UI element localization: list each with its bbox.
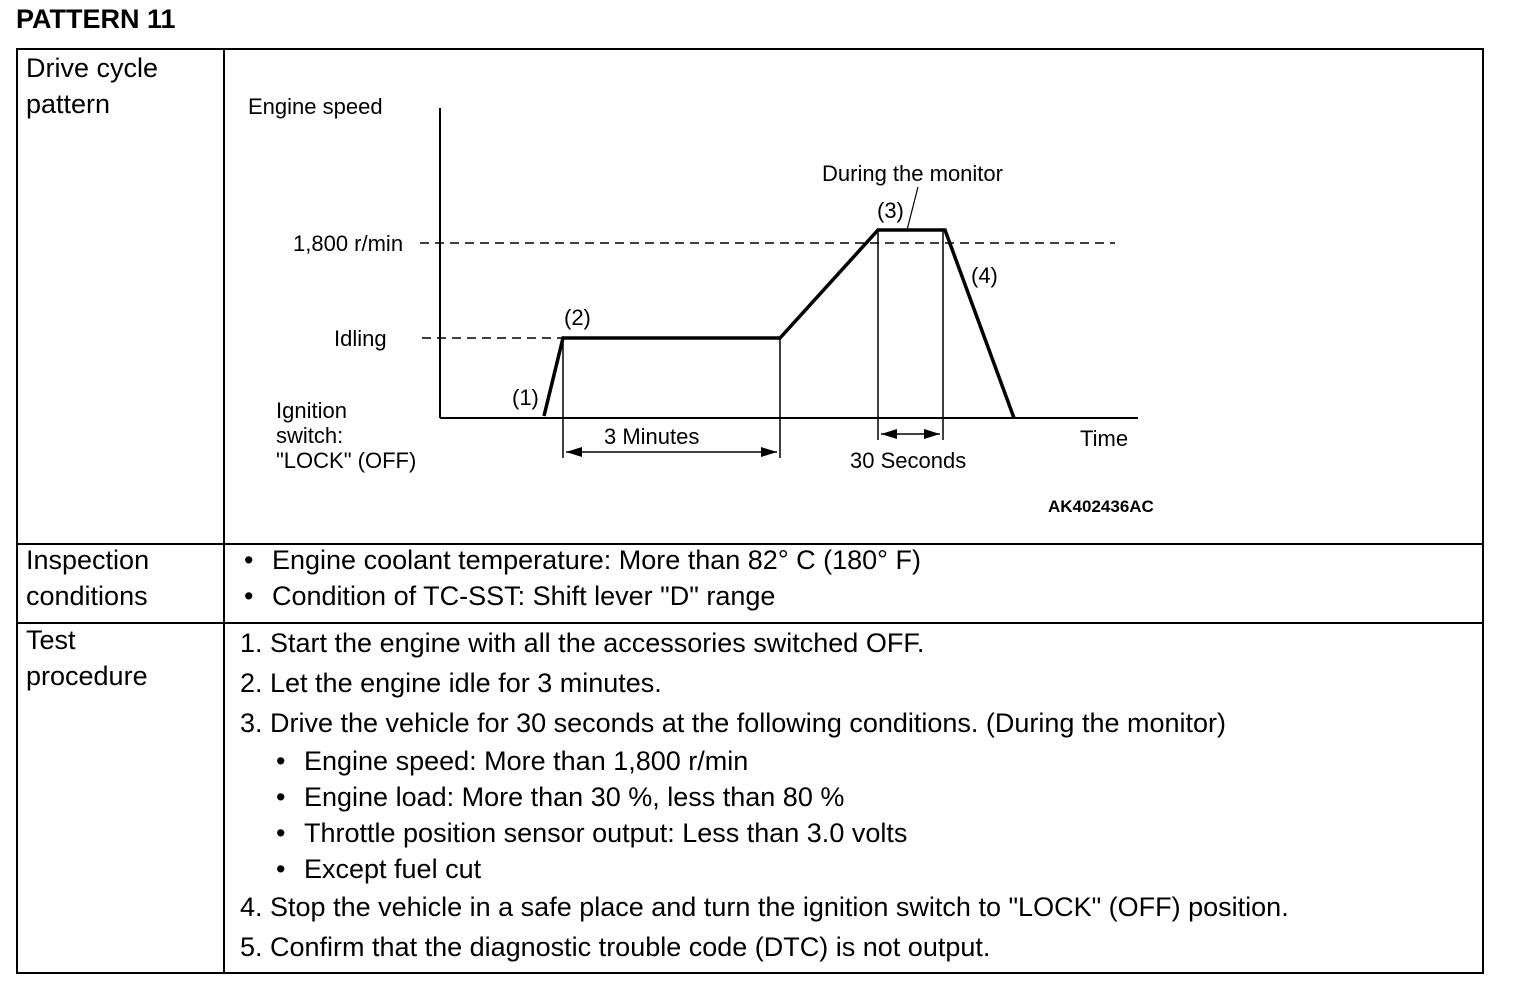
x-axis-label: Time: [1080, 426, 1128, 451]
ignition-label-line1: Ignition: [276, 398, 347, 423]
mark-1: (1): [512, 385, 539, 410]
drive-cycle-label-line2: pattern: [26, 89, 111, 119]
mark-4: (4): [971, 263, 998, 288]
procedure-step-2: 2. Let the engine idle for 3 minutes.: [240, 668, 662, 698]
monitor-arrowhead-right: [924, 429, 940, 439]
step3-condition: Except fuel cut: [240, 851, 1289, 887]
step3-condition: Engine load: More than 30 %, less than 8…: [240, 779, 1289, 815]
test-procedure-label-line2: procedure: [26, 661, 148, 691]
drive-cycle-label-line1: Drive cycle: [26, 53, 159, 83]
mark-2: (2): [564, 305, 591, 330]
inspection-label-line1: Inspection: [26, 545, 150, 575]
idle-arrowhead-left: [566, 447, 582, 457]
test-procedure-label: Test procedure: [26, 622, 148, 694]
level-idle-label: Idling: [334, 326, 387, 351]
drive-cycle-table: Drive cycle pattern Engine speed Time 1,…: [16, 48, 1484, 974]
figure-code: AK402436AC: [1048, 497, 1154, 516]
procedure-step-4: 4. Stop the vehicle in a safe place and …: [240, 892, 1289, 922]
drive-cycle-label: Drive cycle pattern: [26, 50, 158, 122]
inspection-label: Inspection conditions: [26, 542, 149, 614]
ignition-label-line2: switch:: [276, 423, 343, 448]
monitor-arrowhead-left: [881, 429, 897, 439]
test-procedure-steps: 1. Start the engine with all the accesso…: [240, 623, 1289, 967]
step3-condition: Throttle position sensor output: Less th…: [240, 815, 1289, 851]
procedure-step-1: 1. Start the engine with all the accesso…: [240, 628, 925, 658]
engine-speed-profile: [542, 228, 1016, 419]
inspection-item: Condition of TC-SST: Shift lever "D" ran…: [240, 578, 921, 614]
duration-monitor-label: 30 Seconds: [850, 448, 966, 473]
drive-cycle-diagram: Engine speed Time 1,800 r/min Idling Ign…: [248, 94, 1154, 516]
during-monitor-label: During the monitor: [822, 161, 1003, 186]
mark-3: (3): [877, 198, 904, 223]
ignition-label-line3: "LOCK" (OFF): [276, 448, 416, 473]
inspection-item: Engine coolant temperature: More than 82…: [240, 542, 921, 578]
row-divider-2: [18, 622, 1482, 624]
step3-condition: Engine speed: More than 1,800 r/min: [240, 743, 1289, 779]
y-axis-label: Engine speed: [248, 94, 383, 119]
duration-idle-label: 3 Minutes: [604, 424, 699, 449]
inspection-label-line2: conditions: [26, 581, 148, 611]
procedure-step-5: 5. Confirm that the diagnostic trouble c…: [240, 932, 991, 962]
inspection-conditions: Engine coolant temperature: More than 82…: [240, 542, 921, 614]
monitor-leader-line: [906, 186, 919, 231]
procedure-step-3: 3. Drive the vehicle for 30 seconds at t…: [240, 708, 1227, 738]
idle-arrowhead-right: [761, 447, 777, 457]
test-procedure-label-line1: Test: [26, 625, 76, 655]
column-divider: [223, 50, 225, 972]
level-high-label: 1,800 r/min: [293, 231, 403, 256]
page-title: PATTERN 11: [16, 4, 176, 34]
